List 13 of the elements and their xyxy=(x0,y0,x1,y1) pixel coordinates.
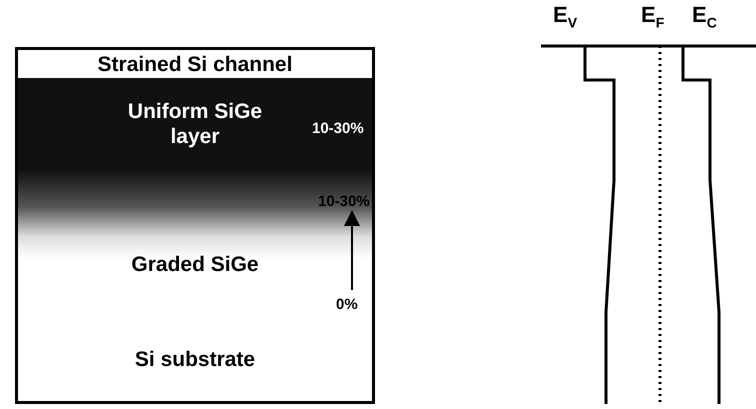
valence-band-label: E$_{V}$ xyxy=(553,2,578,30)
uniform-layer xyxy=(15,78,375,173)
layer-label: Si substrate xyxy=(134,347,256,372)
layer-label: Graded SiGe xyxy=(131,252,259,276)
percentage-label: 10-30% xyxy=(312,120,364,137)
substrate-layer xyxy=(15,318,375,404)
channel-layer xyxy=(15,47,375,81)
percentage-label: 0% xyxy=(336,296,358,313)
layer-label: Uniform SiGe layer xyxy=(126,99,264,149)
fermi-level-label: E$_{F}$ xyxy=(641,2,664,30)
layer-label: Strained Si channel xyxy=(98,52,292,76)
percentage-label: 10-30% xyxy=(318,193,370,210)
conduction-band-label: E$_{C}$ xyxy=(692,2,717,30)
